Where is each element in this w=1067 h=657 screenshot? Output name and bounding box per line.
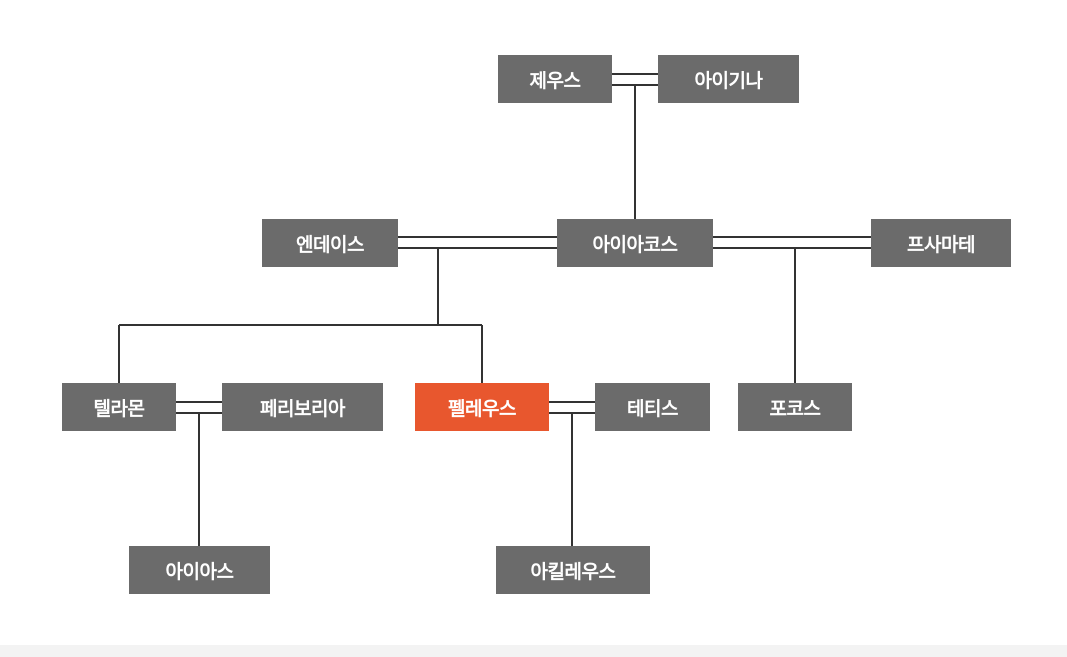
node-aegina[interactable]: 아이기나 [658,55,799,103]
node-periboea[interactable]: 페리보리아 [222,383,383,431]
node-aeacus[interactable]: 아이아코스 [557,219,713,267]
node-ajax[interactable]: 아이아스 [129,546,270,594]
node-thetis[interactable]: 테티스 [595,383,710,431]
node-endeis[interactable]: 엔데이스 [262,219,398,267]
node-psamathe[interactable]: 프사마테 [871,219,1011,267]
node-phocus[interactable]: 포코스 [738,383,852,431]
node-telamon[interactable]: 텔라몬 [62,383,176,431]
node-peleus[interactable]: 펠레우스 [415,383,549,431]
bottom-band [0,645,1067,657]
node-zeus[interactable]: 제우스 [498,55,612,103]
node-achilles[interactable]: 아킬레우스 [496,546,650,594]
